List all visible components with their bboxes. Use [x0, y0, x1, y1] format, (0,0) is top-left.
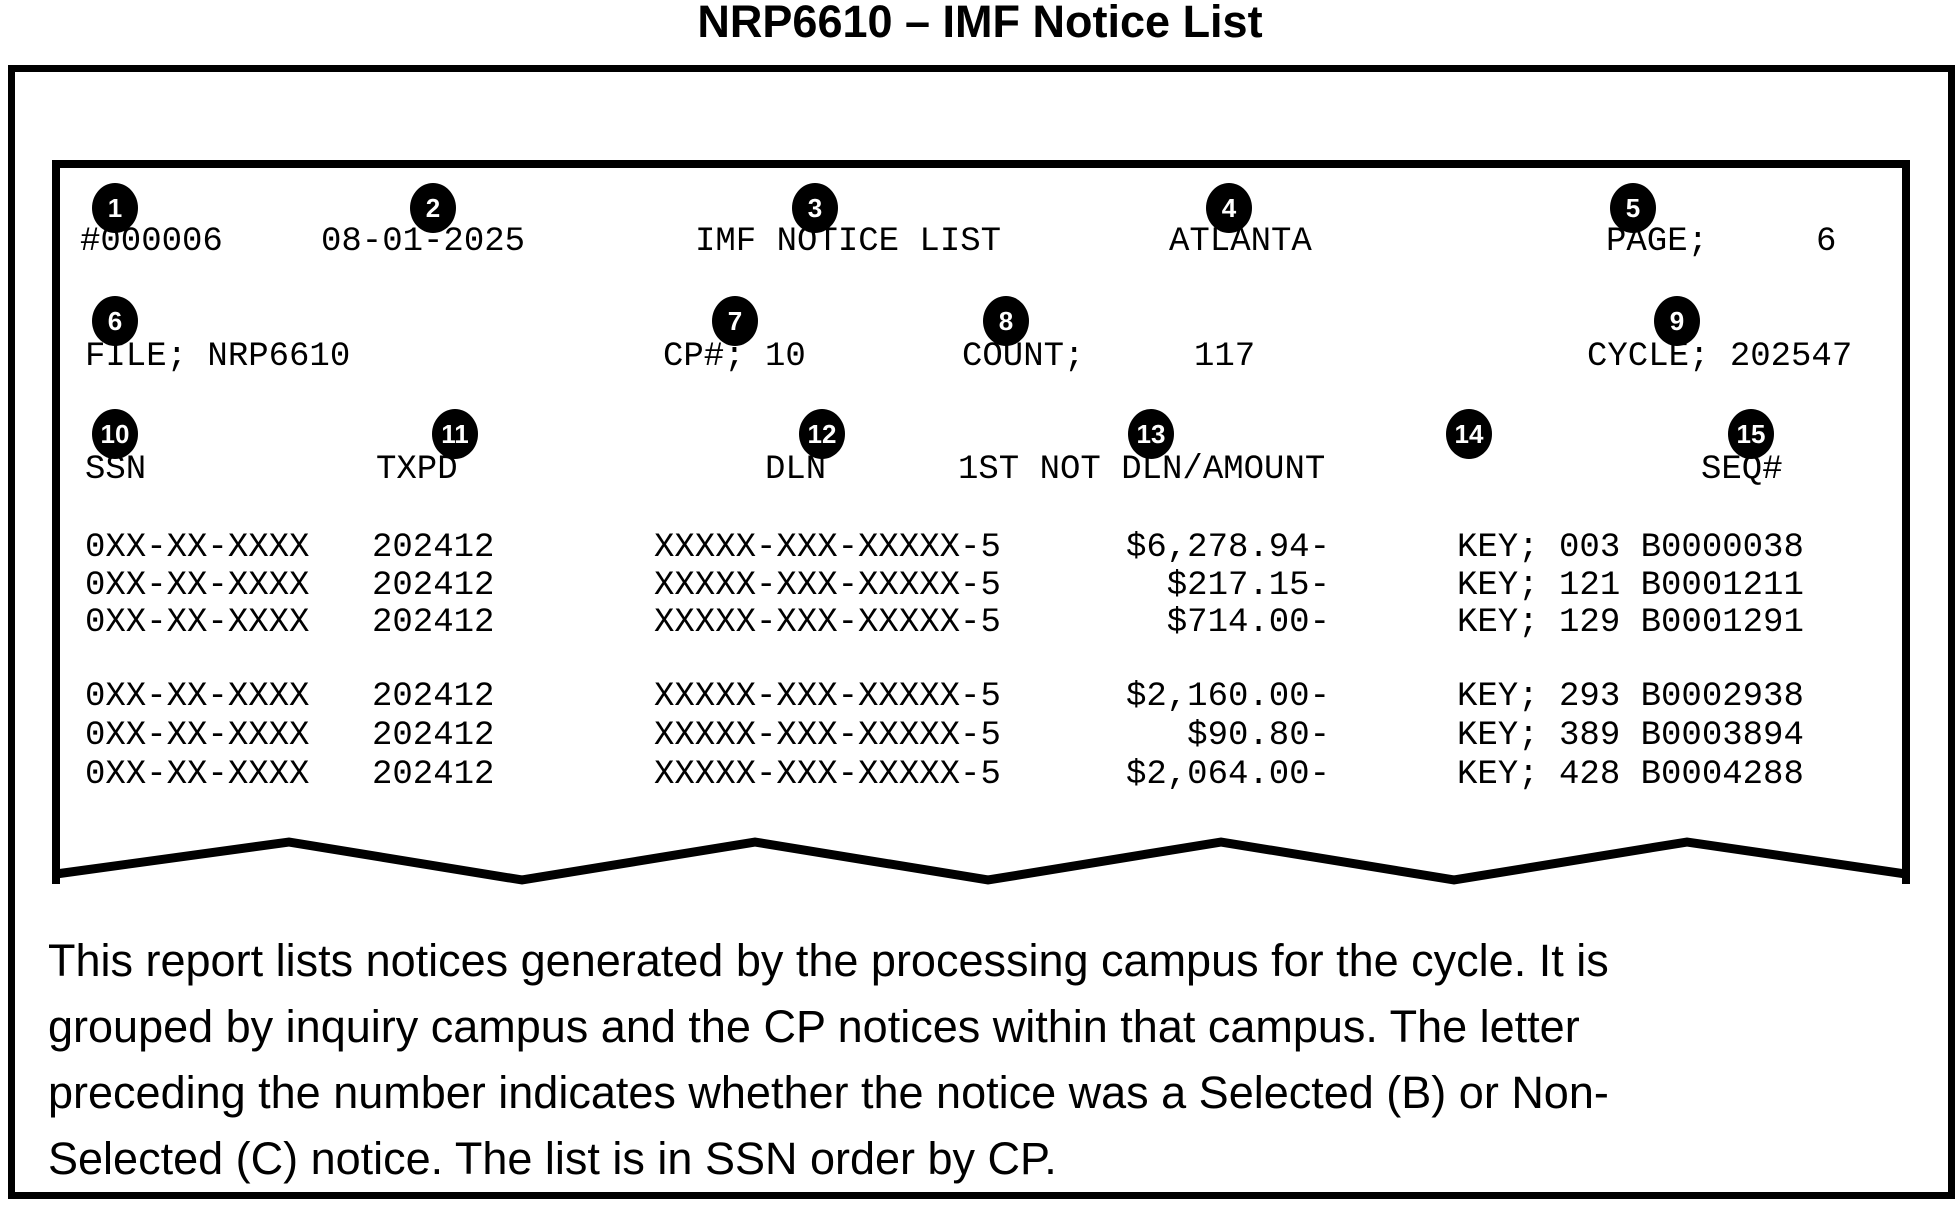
report-date: 08-01-2025 [321, 223, 526, 261]
row-key-seq: KEY; 129 B0001291 [1457, 604, 1804, 642]
row-dln: XXXXX-XXX-XXXXX-5 [654, 717, 1001, 755]
description-line: Selected (C) notice. The list is in SSN … [48, 1133, 1057, 1184]
callout-5: 5 [1610, 183, 1656, 233]
col-header-dln: DLN [765, 451, 827, 489]
row-dln: XXXXX-XXX-XXXXX-5 [654, 756, 1001, 794]
row-txpd: 202412 [372, 604, 495, 642]
row-key-seq: KEY; 121 B0001211 [1457, 567, 1804, 605]
row-key-seq: KEY; 293 B0002938 [1457, 678, 1804, 716]
row-dln: XXXXX-XXX-XXXXX-5 [654, 529, 1001, 567]
row-txpd: 202412 [372, 756, 495, 794]
row-txpd: 202412 [372, 567, 495, 605]
report-list-title: IMF NOTICE LIST [695, 223, 1002, 261]
cp-field: CP#; 10 [663, 338, 806, 376]
row-amount: $90.80- [1187, 717, 1330, 755]
row-txpd: 202412 [372, 529, 495, 567]
col-header-seq: SEQ# [1701, 451, 1783, 489]
callout-10: 10 [92, 409, 138, 459]
description-line: grouped by inquiry campus and the CP not… [48, 1001, 1580, 1052]
row-dln: XXXXX-XXX-XXXXX-5 [654, 678, 1001, 716]
col-header-txpd: TXPD [376, 451, 458, 489]
col-header-ssn: SSN [85, 451, 147, 489]
count-value: 117 [1194, 338, 1256, 376]
callout-3: 3 [792, 183, 838, 233]
row-amount: $714.00- [1166, 604, 1330, 642]
report-sample-box [52, 160, 1910, 884]
row-key-seq: KEY; 389 B0003894 [1457, 717, 1804, 755]
callout-14: 14 [1446, 409, 1492, 459]
row-ssn: 0XX-XX-XXXX [85, 529, 310, 567]
record-number: #000006 [80, 223, 223, 261]
page-label: PAGE; [1606, 223, 1709, 261]
row-amount: $2,064.00- [1125, 756, 1330, 794]
row-dln: XXXXX-XXX-XXXXX-5 [654, 567, 1001, 605]
col-header-first-not: 1ST NOT DLN/AMOUNT [958, 451, 1326, 489]
row-ssn: 0XX-XX-XXXX [85, 678, 310, 716]
campus-name: ATLANTA [1169, 223, 1312, 261]
page-title: NRP6610 – IMF Notice List [697, 0, 1263, 47]
report-description: This report lists notices generated by t… [48, 928, 1609, 1192]
row-amount: $6,278.94- [1125, 529, 1330, 567]
row-txpd: 202412 [372, 678, 495, 716]
callout-8: 8 [983, 296, 1029, 346]
callout-11: 11 [432, 409, 478, 459]
row-ssn: 0XX-XX-XXXX [85, 567, 310, 605]
callout-1: 1 [92, 183, 138, 233]
callout-2: 2 [410, 183, 456, 233]
description-line: This report lists notices generated by t… [48, 935, 1609, 986]
page-value: 6 [1816, 223, 1837, 261]
description-line: preceding the number indicates whether t… [48, 1067, 1609, 1118]
row-ssn: 0XX-XX-XXXX [85, 717, 310, 755]
row-amount: $2,160.00- [1125, 678, 1330, 716]
count-label: COUNT; [962, 338, 1085, 376]
row-amount: $217.15- [1166, 567, 1330, 605]
cycle-field: CYCLE; 202547 [1587, 338, 1853, 376]
callout-12: 12 [799, 409, 845, 459]
row-key-seq: KEY; 428 B0004288 [1457, 756, 1804, 794]
torn-edge-zigzag [55, 837, 1907, 885]
callout-13: 13 [1128, 409, 1174, 459]
row-key-seq: KEY; 003 B0000038 [1457, 529, 1804, 567]
row-txpd: 202412 [372, 717, 495, 755]
file-field: FILE; NRP6610 [85, 338, 351, 376]
callout-4: 4 [1206, 183, 1252, 233]
row-ssn: 0XX-XX-XXXX [85, 604, 310, 642]
callout-9: 9 [1654, 296, 1700, 346]
callout-15: 15 [1728, 409, 1774, 459]
callout-7: 7 [712, 296, 758, 346]
row-dln: XXXXX-XXX-XXXXX-5 [654, 604, 1001, 642]
row-ssn: 0XX-XX-XXXX [85, 756, 310, 794]
callout-6: 6 [92, 296, 138, 346]
